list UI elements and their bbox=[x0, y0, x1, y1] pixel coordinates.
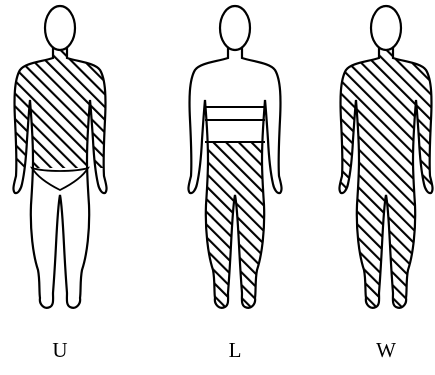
figure-u-label: U bbox=[40, 338, 80, 362]
figure-l-label: L bbox=[215, 338, 255, 362]
figure-w-label: W bbox=[366, 338, 406, 362]
figure-u bbox=[13, 6, 106, 308]
figure-w bbox=[339, 6, 432, 308]
figure-l bbox=[188, 6, 281, 308]
